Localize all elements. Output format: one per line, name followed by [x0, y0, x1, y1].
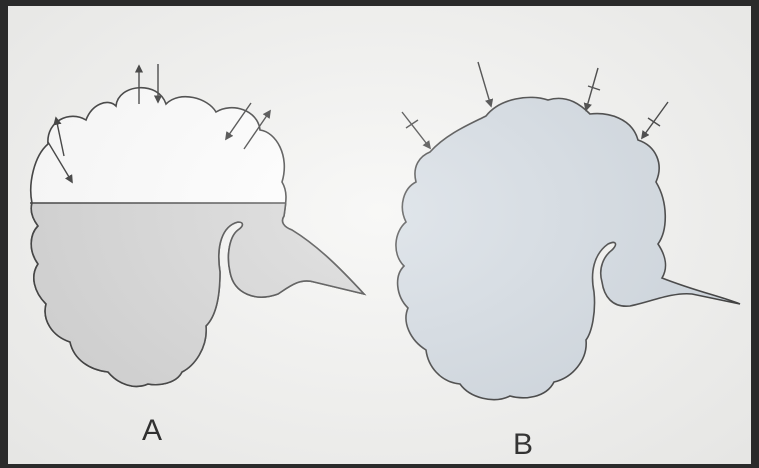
- arrow-b-left: [402, 112, 430, 148]
- panel-a-shape: [30, 88, 364, 387]
- diagram-canvas: [8, 6, 751, 464]
- panel-b-label: B: [513, 430, 533, 460]
- arrow-b-right: [642, 102, 668, 138]
- panel-b-shape: [396, 97, 740, 399]
- arrow-b-top-left: [478, 62, 491, 106]
- panel-a-label: A: [142, 416, 162, 446]
- figure-frame: A B: [8, 6, 751, 464]
